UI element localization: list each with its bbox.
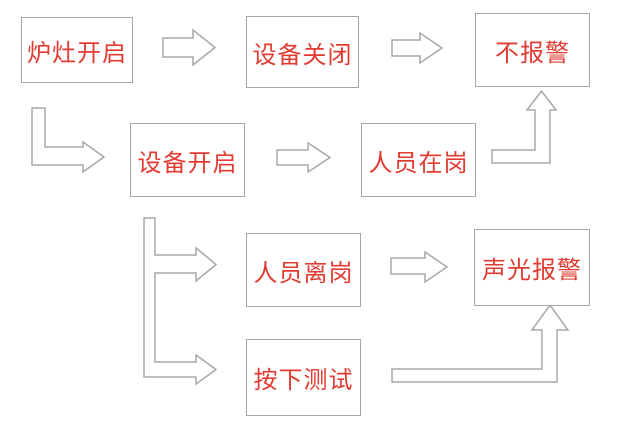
arrow-test-to-alarm-icon [391, 303, 570, 383]
node-sound-light-alarm: 声光报警 [474, 229, 590, 306]
node-no-alarm: 不报警 [475, 13, 590, 87]
arrow-stove-to-deviceoff-icon [162, 28, 217, 67]
node-device-off: 设备关闭 [246, 16, 359, 88]
arrow-deviceoff-to-noalarm-icon [391, 31, 444, 65]
arrow-stove-to-deviceon-icon [31, 107, 106, 174]
node-press-test: 按下测试 [246, 339, 361, 416]
node-stove-on: 炉灶开启 [21, 17, 133, 83]
node-person-present: 人员在岗 [361, 123, 476, 197]
node-device-on: 设备开启 [130, 123, 245, 197]
arrow-away-to-alarm-icon [390, 250, 449, 284]
arrow-present-to-noalarm-icon [491, 89, 558, 164]
arrow-deviceon-to-present-icon [276, 141, 332, 174]
arrow-deviceon-branches-icon [143, 217, 218, 386]
node-person-away: 人员离岗 [246, 233, 361, 307]
